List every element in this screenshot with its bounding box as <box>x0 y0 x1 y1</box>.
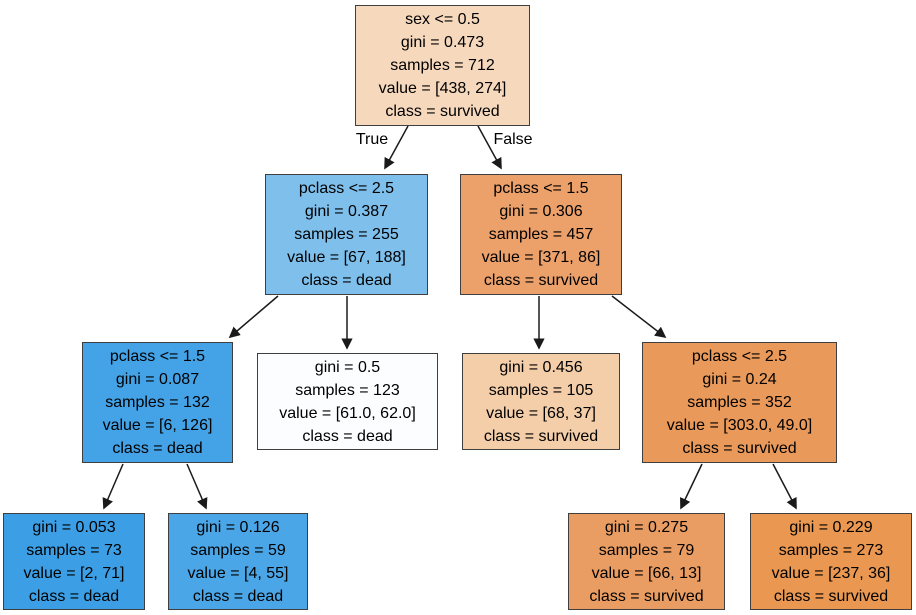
tree-node-false-high-pclass: pclass <= 2.5 gini = 0.24 samples = 352 … <box>642 342 837 463</box>
node-samples: samples = 352 <box>687 394 792 411</box>
node-gini: gini = 0.5 <box>314 358 381 376</box>
node-samples: samples = 105 <box>488 381 594 399</box>
node-value: value = [2, 71] <box>23 564 125 582</box>
tree-node-true-branch: pclass <= 2.5 gini = 0.387 samples = 255… <box>265 174 428 295</box>
node-class: class = dead <box>301 272 392 289</box>
node-gini: gini = 0.053 <box>32 518 116 536</box>
node-condition: pclass <= 2.5 <box>298 180 395 197</box>
node-class: class = survived <box>682 440 797 457</box>
node-class: class = survived <box>483 427 599 445</box>
edge-l2-leaf2 <box>186 463 208 510</box>
node-samples: samples = 255 <box>294 226 399 243</box>
node-value: value = [303.0, 49.0] <box>666 417 813 434</box>
node-gini: gini = 0.126 <box>196 518 280 536</box>
tree-leaf-1: gini = 0.053 samples = 73 value = [2, 71… <box>3 513 145 610</box>
node-samples: samples = 79 <box>598 541 695 559</box>
node-class: class = survived <box>385 103 500 120</box>
edge-l2-leaf1 <box>102 463 124 510</box>
node-samples: samples = 123 <box>295 381 400 399</box>
node-gini: gini = 0.306 <box>499 203 583 220</box>
node-value: value = [438, 274] <box>378 80 507 97</box>
tree-node-root: sex <= 0.5 gini = 0.473 samples = 712 va… <box>355 5 530 126</box>
edge-label-false: False <box>493 131 533 148</box>
node-value: value = [68, 37] <box>486 404 596 422</box>
node-class: class = survived <box>483 272 599 289</box>
node-condition: pclass <= 1.5 <box>109 348 206 365</box>
node-class: class = dead <box>302 427 393 445</box>
node-gini: gini = 0.275 <box>604 518 689 536</box>
node-gini: gini = 0.456 <box>499 358 583 376</box>
node-gini: gini = 0.473 <box>400 34 485 51</box>
node-samples: samples = 457 <box>488 226 594 243</box>
tree-leaf-4: gini = 0.229 samples = 273 value = [237,… <box>750 513 912 610</box>
node-class: class = dead <box>112 440 203 457</box>
node-samples: samples = 73 <box>26 541 122 559</box>
node-condition: pclass <= 2.5 <box>691 348 788 365</box>
tree-node-false-branch: pclass <= 1.5 gini = 0.306 samples = 457… <box>460 174 622 295</box>
edge-r1-r2 <box>611 295 667 339</box>
node-class: class = dead <box>28 587 120 605</box>
node-samples: samples = 59 <box>190 541 286 559</box>
node-gini: gini = 0.24 <box>702 371 777 388</box>
tree-leaf-3: gini = 0.275 samples = 79 value = [66, 1… <box>568 513 725 610</box>
edge-l1-l2 <box>228 295 279 339</box>
tree-node-true-low-pclass: pclass <= 1.5 gini = 0.087 samples = 132… <box>82 342 233 463</box>
edge-r2-leaf3 <box>680 463 703 510</box>
node-gini: gini = 0.387 <box>304 203 389 220</box>
tree-leaf-2: gini = 0.126 samples = 59 value = [4, 55… <box>168 513 308 610</box>
node-value: value = [371, 86] <box>481 249 601 266</box>
edge-r2-leaf4 <box>772 463 797 510</box>
node-condition: pclass <= 1.5 <box>493 180 589 197</box>
node-gini: gini = 0.229 <box>789 518 873 536</box>
node-gini: gini = 0.087 <box>115 371 200 388</box>
node-samples: samples = 273 <box>778 541 884 559</box>
edge-label-true: True <box>355 131 389 148</box>
node-value: value = [6, 126] <box>102 417 213 434</box>
tree-leaf-false: gini = 0.456 samples = 105 value = [68, … <box>462 353 620 450</box>
node-value: value = [67, 188] <box>287 249 406 266</box>
node-value: value = [61.0, 62.0] <box>279 404 416 422</box>
node-samples: samples = 132 <box>105 394 210 411</box>
node-value: value = [237, 36] <box>771 564 891 582</box>
node-class: class = survived <box>589 587 704 605</box>
node-class: class = dead <box>192 587 284 605</box>
node-class: class = survived <box>773 587 889 605</box>
node-condition: sex <= 0.5 <box>405 11 480 28</box>
node-samples: samples = 712 <box>390 57 495 74</box>
node-value: value = [66, 13] <box>591 564 702 582</box>
node-value: value = [4, 55] <box>187 564 289 582</box>
tree-leaf-true: gini = 0.5 samples = 123 value = [61.0, … <box>257 353 438 450</box>
